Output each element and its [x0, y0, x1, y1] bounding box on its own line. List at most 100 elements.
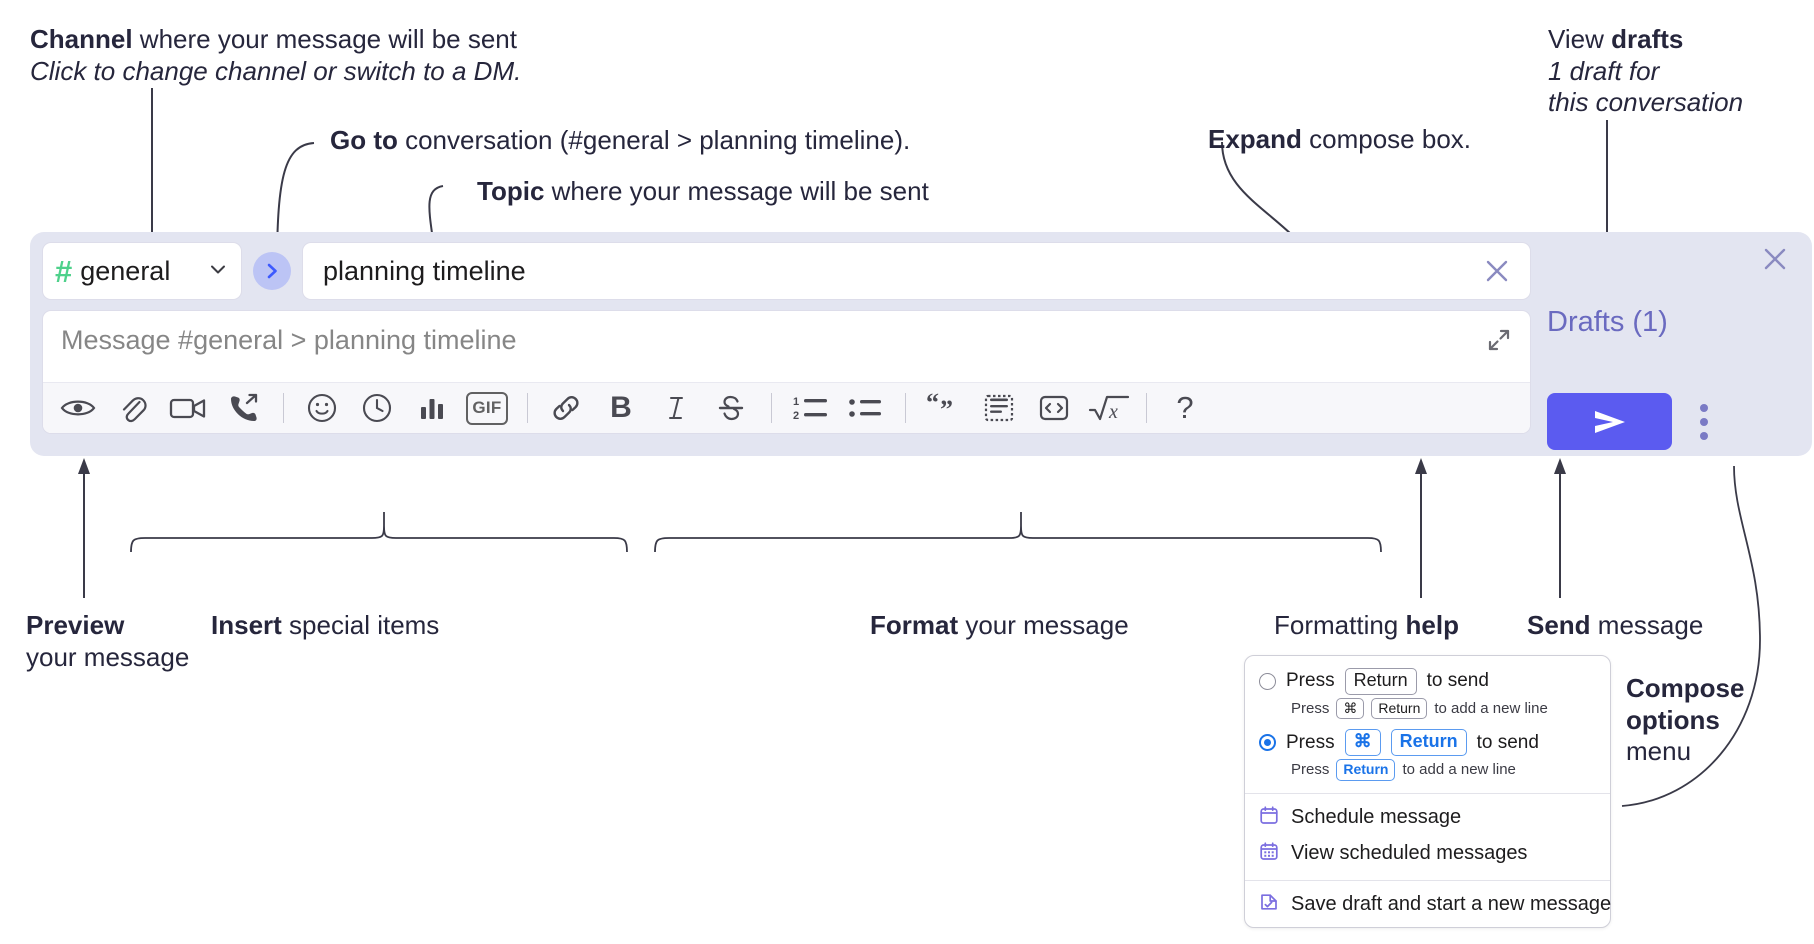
- italic-icon[interactable]: [655, 387, 697, 429]
- annotation-channel-bold: Channel: [30, 24, 133, 54]
- menu-divider: [1245, 792, 1610, 794]
- preview-icon[interactable]: [57, 387, 99, 429]
- menu-option-return-to-send[interactable]: Press Return to send: [1245, 666, 1610, 697]
- kebab-dot: [1700, 432, 1708, 440]
- menu-option-cmd-return-to-send[interactable]: Press ⌘ Return to send: [1245, 727, 1610, 758]
- kebab-dot: [1700, 418, 1708, 426]
- call-icon[interactable]: [222, 387, 264, 429]
- calendar-grid-icon: [1259, 841, 1279, 867]
- gif-icon[interactable]: GIF: [466, 387, 508, 429]
- key-command: ⌘: [1336, 697, 1365, 720]
- strikethrough-icon[interactable]: [710, 387, 752, 429]
- goto-conversation-button[interactable]: [253, 252, 291, 290]
- formatting-toolbar: GIF B: [43, 382, 1530, 433]
- menu-item-view-scheduled-messages[interactable]: View scheduled messages: [1245, 836, 1610, 872]
- annotation-topic-bold: Topic: [477, 176, 545, 206]
- menu-option-return-subtext: Press ⌘ Return to add a new line: [1245, 697, 1610, 724]
- annotation-format-rest: your message: [958, 610, 1129, 640]
- toolbar-separator: [905, 393, 906, 423]
- gif-label: GIF: [466, 391, 508, 425]
- drafts-link[interactable]: Drafts (1): [1547, 306, 1668, 338]
- radio-cmd-return-to-send[interactable]: [1259, 734, 1276, 752]
- option-2-sub-press: Press: [1291, 761, 1330, 779]
- expand-compose-icon[interactable]: [1482, 323, 1516, 357]
- svg-text:“: “: [926, 393, 939, 417]
- kebab-dot: [1700, 404, 1708, 412]
- svg-text:”: ”: [940, 395, 953, 423]
- toolbar-separator: [1146, 393, 1147, 423]
- annotation-topic-rest: where your message will be sent: [544, 176, 929, 206]
- video-icon[interactable]: [167, 387, 209, 429]
- inline-code-icon[interactable]: [1033, 387, 1075, 429]
- annotation-preview-bold: Preview: [26, 610, 125, 640]
- radio-return-to-send[interactable]: [1259, 672, 1276, 690]
- annotation-drafts-italic-1: 1 draft for: [1548, 55, 1660, 86]
- menu-item-save-draft[interactable]: Save draft and start a new message: [1245, 887, 1612, 923]
- poll-icon[interactable]: [411, 387, 453, 429]
- toolbar-separator: [527, 393, 528, 423]
- code-block-icon[interactable]: [978, 387, 1020, 429]
- annotation-topic: Topic where your message will be sent: [477, 176, 929, 208]
- menu-divider: [1245, 879, 1610, 881]
- annotation-channel: Channel where your message will be sent …: [30, 24, 521, 87]
- menu-item-schedule-message[interactable]: Schedule message: [1245, 800, 1610, 836]
- toolbar-separator: [771, 393, 772, 423]
- menu-item-label: Save draft and start a new message: [1291, 893, 1612, 916]
- link-icon[interactable]: [545, 387, 587, 429]
- bold-label: B: [610, 391, 632, 424]
- help-icon[interactable]: ?: [1164, 387, 1206, 429]
- message-box: Message #general > planning timeline: [42, 310, 1531, 434]
- message-placeholder: Message #general > planning timeline: [61, 325, 517, 355]
- channel-selector[interactable]: # general: [42, 242, 242, 300]
- annotation-compose-options: Compose options menu: [1626, 673, 1744, 768]
- ordered-list-icon[interactable]: 1 2: [789, 387, 831, 429]
- hash-icon: #: [55, 253, 73, 289]
- bulleted-list-icon[interactable]: [844, 387, 886, 429]
- key-return: Return: [1371, 697, 1428, 720]
- attachment-icon[interactable]: [112, 387, 154, 429]
- option-1-press: Press: [1286, 670, 1335, 692]
- annotation-preview: Preview your message: [26, 610, 189, 673]
- message-input-area[interactable]: Message #general > planning timeline: [43, 311, 1530, 382]
- key-return: Return: [1344, 668, 1417, 695]
- topic-field[interactable]: [302, 242, 1531, 300]
- menu-item-label: View scheduled messages: [1291, 842, 1528, 865]
- annotation-compose-options-rest: menu: [1626, 736, 1692, 767]
- annotation-drafts-bold: drafts: [1611, 24, 1684, 54]
- toolbar-separator: [283, 393, 284, 423]
- annotation-expand-bold: Expand: [1208, 124, 1302, 154]
- topic-input[interactable]: [321, 254, 1478, 288]
- blockquote-icon[interactable]: “ ”: [923, 387, 965, 429]
- key-return: Return: [1390, 729, 1467, 756]
- annotation-compose-options-bold-1: Compose: [1626, 673, 1745, 703]
- compose-options-menu-button[interactable]: [1690, 400, 1718, 444]
- annotation-send-bold: Send: [1527, 610, 1591, 640]
- channel-topic-row: # general: [42, 242, 1531, 300]
- annotation-drafts-lead: View: [1548, 24, 1612, 54]
- key-return: Return: [1336, 758, 1396, 781]
- annotation-channel-italic: Click to change channel or switch to a D…: [30, 55, 522, 86]
- svg-text:x: x: [1108, 401, 1118, 423]
- option-2-press: Press: [1286, 731, 1335, 753]
- send-button[interactable]: [1547, 393, 1672, 450]
- compose-options-menu: Press Return to send Press ⌘ Return to a…: [1244, 655, 1611, 928]
- compose-right-rail: Drafts (1): [1547, 242, 1797, 450]
- compose-panel: # general: [30, 232, 1812, 456]
- annotation-format: Format your message: [870, 610, 1129, 642]
- compose-inner: # general: [42, 242, 1531, 434]
- menu-item-label: Schedule message: [1291, 806, 1462, 829]
- emoji-icon[interactable]: [301, 387, 343, 429]
- option-1-sub-tail: to add a new line: [1434, 699, 1548, 717]
- bold-icon[interactable]: B: [600, 387, 642, 429]
- annotation-insert-bold: Insert: [211, 610, 282, 640]
- menu-option-cmd-return-subtext: Press Return to add a new line: [1245, 758, 1610, 785]
- annotation-goto-bold: Go to: [330, 125, 398, 155]
- annotation-help: Formatting help: [1274, 610, 1459, 642]
- clock-icon[interactable]: [356, 387, 398, 429]
- close-icon[interactable]: [1758, 242, 1792, 276]
- annotation-send-rest: message: [1590, 610, 1704, 640]
- math-icon[interactable]: x: [1088, 387, 1130, 429]
- option-2-tail: to send: [1476, 731, 1539, 753]
- clear-topic-icon[interactable]: [1478, 252, 1516, 290]
- annotation-drafts-italic-2: this conversation: [1548, 87, 1744, 118]
